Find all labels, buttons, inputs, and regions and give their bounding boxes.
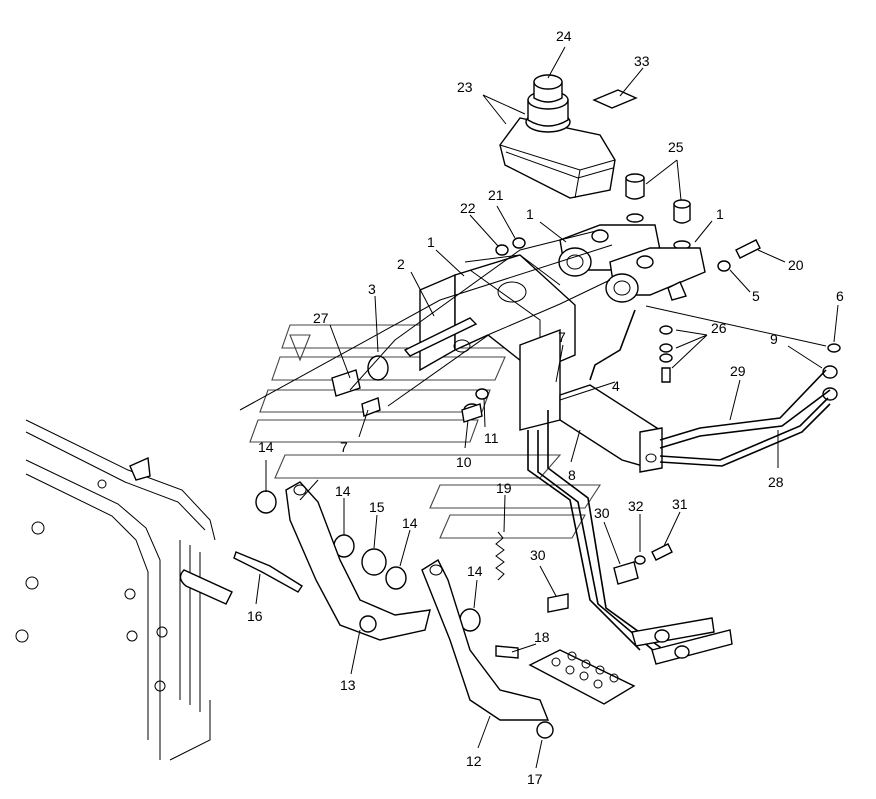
callout-23: 23 (457, 79, 473, 95)
callout-28: 28 (768, 474, 784, 490)
callout-16: 16 (247, 608, 263, 624)
cab-frame (15, 419, 233, 761)
cross-shaft (559, 384, 663, 473)
callout-30b: 30 (530, 547, 546, 563)
hose-fittings (631, 617, 733, 665)
callout-10: 10 (456, 454, 472, 470)
fasteners-top (495, 237, 761, 272)
pedal-bracket (403, 254, 576, 431)
callout-24: 24 (556, 28, 572, 44)
callout-30a: 30 (594, 505, 610, 521)
callout-14b: 14 (335, 483, 351, 499)
small-fittings (659, 325, 841, 401)
callout-29: 29 (730, 363, 746, 379)
callout-9: 7 (558, 329, 566, 345)
callout-22: 22 (460, 200, 476, 216)
small-hardware (233, 403, 519, 659)
callout-1b: 1 (716, 206, 724, 222)
label-sticker (592, 89, 638, 109)
callout-15: 15 (369, 499, 385, 515)
brake-lines (527, 309, 831, 657)
callout-13: 13 (340, 677, 356, 693)
callout-33: 33 (634, 53, 650, 69)
callout-14d: 14 (467, 563, 483, 579)
callout-18: 18 (534, 629, 550, 645)
bleed-valves (625, 173, 691, 250)
callout-20: 1 (427, 234, 435, 250)
callout-19: 19 (496, 480, 512, 496)
brake-pedal-right (421, 558, 636, 739)
callout-1c: 26 (711, 320, 727, 336)
callout-3: 5 (752, 288, 760, 304)
brake-pedal-left (285, 481, 431, 641)
callout-5: 2 (397, 256, 405, 272)
callout-25: 25 (668, 139, 684, 155)
master-cylinders (558, 224, 706, 303)
callout-14a: 14 (258, 439, 274, 455)
callout-31: 31 (672, 496, 688, 512)
callout-4: 4 (612, 378, 620, 394)
callout-1a: 1 (526, 206, 534, 222)
callout-17: 17 (527, 771, 543, 787)
callout-26: 9 (770, 331, 778, 347)
callout-12: 12 (466, 753, 482, 769)
callout-7a: 27 (313, 310, 329, 326)
callout-2: 20 (788, 257, 804, 273)
line-clips (547, 543, 673, 613)
callout-27: 6 (836, 288, 844, 304)
callout-7b: 7 (340, 439, 348, 455)
callout-8: 8 (568, 467, 576, 483)
callout-21: 21 (488, 187, 504, 203)
callout-labels: 24 33 23 25 21 22 1 1 1 20 2 5 3 6 27 7 … (247, 28, 844, 787)
brake-fluid-reservoir (499, 74, 616, 199)
callout-6: 3 (368, 281, 376, 297)
callout-14c: 14 (402, 515, 418, 531)
leader-lines (239, 46, 839, 769)
callout-32: 32 (628, 498, 644, 514)
callout-11: 11 (484, 430, 499, 446)
